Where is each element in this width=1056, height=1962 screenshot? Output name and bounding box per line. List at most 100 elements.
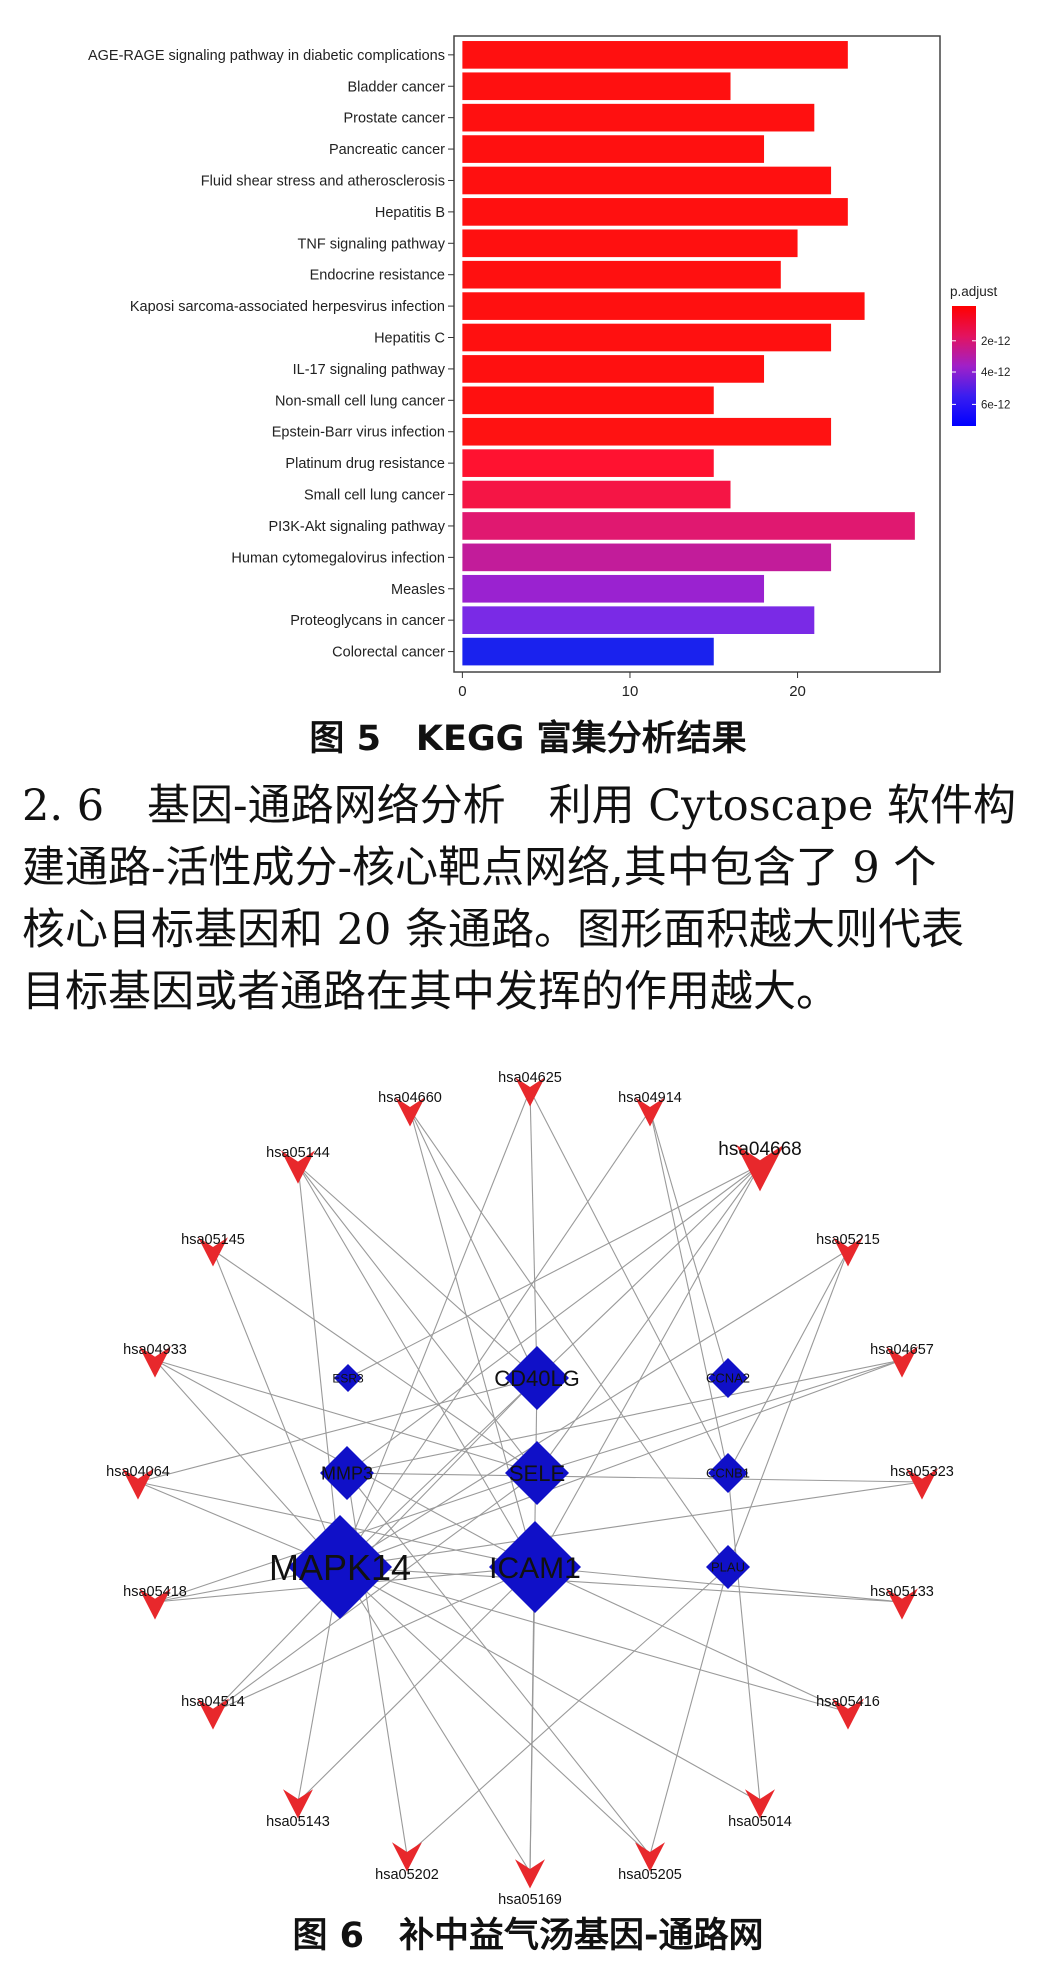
network-edge: [154, 1359, 341, 1568]
category-label: Kaposi sarcoma-associated herpesvirus in…: [130, 299, 445, 315]
gene-label: CCNA2: [706, 1371, 750, 1386]
pathway-label: hsa04657: [870, 1342, 934, 1358]
network-edge: [297, 1164, 538, 1379]
pathway-node-hsa05014: [745, 1789, 775, 1819]
legend-colorbar: [952, 306, 976, 426]
bar: [462, 135, 765, 163]
pathway-node-hsa04660: [395, 1097, 425, 1127]
category-label: Pancreatic cancer: [329, 142, 445, 158]
network-edge: [137, 1481, 341, 1568]
paragraph-line: 2. 6 基因-通路网络分析 利用 Cytoscape 软件构: [22, 781, 1017, 831]
network-edge: [409, 1109, 538, 1379]
kegg-bar-chart: AGE-RAGE signaling pathway in diabetic c…: [22, 20, 1028, 710]
network-edge: [339, 1109, 651, 1568]
gene-label: MAPK14: [269, 1547, 411, 1588]
network-edge: [649, 1566, 729, 1856]
pathway-label: hsa05205: [618, 1867, 682, 1883]
category-label: Proteoglycans in cancer: [290, 613, 445, 629]
category-label: Prostate cancer: [343, 111, 445, 127]
legend-label: 2e-12: [981, 336, 1010, 348]
network-edge: [154, 1359, 536, 1568]
network-edge: [339, 1566, 903, 1603]
pathway-node-hsa05215: [833, 1237, 863, 1267]
network-edge: [212, 1377, 538, 1713]
x-tick-label: 10: [622, 683, 639, 700]
pathway-label: hsa05418: [123, 1584, 187, 1600]
bar: [462, 386, 714, 415]
bar: [462, 72, 731, 101]
network-edge: [727, 1249, 849, 1568]
paragraph-line: 核心目标基因和 20 条通路。图形面积越大则代表: [22, 905, 965, 955]
figure6-caption: 图 6 补中益气汤基因-通路网: [292, 1916, 764, 1956]
category-label: PI3K-Akt signaling pathway: [268, 519, 445, 535]
bar: [462, 229, 798, 258]
bar: [462, 166, 832, 195]
category-label: AGE-RAGE signaling pathway in diabetic c…: [88, 48, 445, 64]
pathway-node-hsa04933: [139, 1346, 171, 1378]
x-tick-label: 20: [789, 683, 806, 700]
network-edge: [297, 1164, 538, 1474]
pathway-node-hsa05418: [139, 1588, 171, 1620]
bar: [462, 480, 731, 509]
network-edge: [154, 1359, 538, 1474]
bar: [462, 323, 832, 352]
network-edge: [534, 1164, 761, 1568]
category-label: IL-17 signaling pathway: [293, 362, 446, 378]
network-edge: [339, 1566, 531, 1873]
network-edge: [339, 1566, 849, 1713]
pathway-label: hsa05169: [498, 1892, 562, 1908]
pathway-label: hsa04625: [498, 1070, 562, 1086]
bar: [462, 41, 848, 69]
network-edge: [339, 1359, 903, 1568]
bar: [462, 543, 832, 572]
network-edge: [212, 1566, 536, 1713]
pathway-label: hsa04064: [106, 1464, 170, 1480]
pathway-label: hsa04914: [618, 1090, 682, 1106]
bar: [462, 606, 815, 634]
paragraph-line: 目标基因或者通路在其中发挥的作用越大。: [22, 967, 839, 1017]
pathway-node-hsa05202: [392, 1842, 422, 1872]
pathway-node-hsa05205: [635, 1842, 665, 1872]
network-edge: [529, 1089, 729, 1474]
pathway-label: hsa05144: [266, 1145, 330, 1161]
pathway-node-hsa04625: [515, 1077, 545, 1107]
network-edge: [154, 1472, 538, 1603]
network-edge: [346, 1472, 923, 1483]
gene-label: SELE: [509, 1461, 565, 1486]
network-edge: [339, 1249, 849, 1568]
network-edge: [339, 1566, 761, 1803]
pathway-label: hsa05202: [375, 1867, 439, 1883]
network-edge: [534, 1566, 903, 1603]
gene-label: ICAM1: [489, 1552, 581, 1585]
network-edge: [339, 1089, 531, 1568]
gene-node-CD40LG: [505, 1346, 569, 1410]
plot-border: [453, 35, 941, 673]
network-edge: [727, 1472, 761, 1803]
network-edge: [297, 1566, 341, 1803]
category-label: Hepatitis B: [375, 205, 445, 221]
category-label: TNF signaling pathway: [298, 236, 446, 252]
gene-node-MMP3: [320, 1446, 374, 1500]
bar: [462, 292, 865, 320]
network-edge: [212, 1249, 538, 1474]
network-edge: [409, 1109, 729, 1568]
bar: [462, 512, 915, 540]
network-edge: [297, 1164, 536, 1568]
pathway-node-hsa04514: [197, 1698, 229, 1730]
pathway-label: hsa05215: [816, 1232, 880, 1248]
pathway-node-hsa05169: [515, 1859, 545, 1889]
pathway-label: hsa05143: [266, 1814, 330, 1830]
bar: [462, 260, 781, 289]
bar: [462, 355, 765, 383]
category-label: Hepatitis C: [374, 331, 445, 347]
network-edge: [536, 1359, 903, 1474]
pathway-label: hsa05416: [816, 1694, 880, 1710]
network-edge: [347, 1164, 761, 1379]
network-edge: [346, 1164, 761, 1474]
pathway-label: hsa05133: [870, 1584, 934, 1600]
paragraph-line: 建通路-活性成分-核心靶点网络,其中包含了 9 个: [22, 843, 937, 893]
network-edge: [137, 1377, 538, 1483]
gene-label: PLAU: [711, 1560, 745, 1575]
gene-label: MMP3: [321, 1463, 373, 1483]
